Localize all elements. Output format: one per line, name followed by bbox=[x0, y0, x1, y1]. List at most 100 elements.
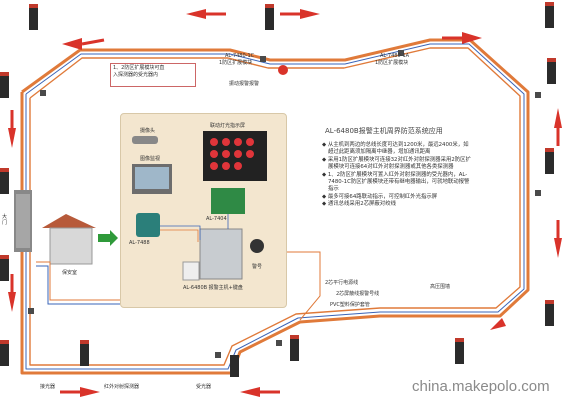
detector-post bbox=[29, 4, 38, 30]
wire-label-3: PVC塑料保护套管 bbox=[330, 302, 370, 308]
detector-post bbox=[0, 340, 9, 366]
green-arrow bbox=[98, 230, 118, 246]
detector-cap bbox=[0, 340, 9, 344]
detector-cap bbox=[80, 340, 89, 344]
arrow-bottom-mid bbox=[240, 387, 260, 397]
inner-wire-2 bbox=[36, 265, 120, 305]
guard-room-body bbox=[49, 227, 93, 265]
detector-cap bbox=[545, 148, 554, 152]
feature-item-3: ◆ 1、2防区扩展模块可置入红外对射探测器的受光器内，AL-7480-1C防区扩… bbox=[322, 171, 470, 193]
detector-posts bbox=[0, 2, 556, 377]
detector-cap bbox=[455, 338, 464, 342]
fence-module bbox=[260, 56, 266, 62]
detector-post bbox=[0, 168, 9, 194]
fence-module bbox=[28, 308, 34, 314]
display-panel-label: 联动灯光指示屏 bbox=[210, 123, 246, 129]
feature-item-2-text: 采用1防区扩展模块可连接32对红外对射探测器采用2防区扩展模块可连接64对红外对… bbox=[327, 156, 471, 171]
inner-wire-3 bbox=[285, 251, 321, 321]
arrow-right-mid bbox=[554, 238, 562, 258]
detector-post bbox=[0, 255, 9, 281]
watermark: china.makepolo.com bbox=[412, 378, 550, 395]
indicator-dot bbox=[210, 162, 218, 170]
detector-caps bbox=[0, 2, 556, 344]
detector-post bbox=[545, 148, 554, 174]
diagram-title: AL-6480B报警主机周界防范系统应用 bbox=[325, 127, 443, 135]
top-module-2-label: AL-7480-1A bbox=[380, 53, 410, 59]
feature-list: ◆ 从主机到两边的总线长度可达到1200米，最远2400米，如超过此距离须加隔离… bbox=[322, 142, 472, 209]
host-keypad bbox=[182, 261, 200, 281]
arrow-tails bbox=[10, 12, 560, 394]
high-voltage-label: 高压围墙 bbox=[430, 284, 451, 290]
siren-label: 警号 bbox=[252, 264, 263, 270]
gate-label: 大门 bbox=[2, 214, 8, 226]
fence-module bbox=[535, 92, 541, 98]
feature-item-1: ◆ 从主机到两边的总线长度可达到1200米，最远2400米，如超过此距离须加隔离… bbox=[322, 142, 469, 156]
arrow-bottom-left bbox=[80, 387, 100, 397]
indicator-dot bbox=[234, 150, 242, 158]
top-module-1-label: AL-7480-1C bbox=[225, 53, 255, 59]
indicator-dot bbox=[234, 138, 242, 146]
indicator-dot bbox=[210, 138, 218, 146]
al7488-board bbox=[136, 213, 160, 237]
arrow-left-top bbox=[8, 128, 16, 148]
gate-wall-texture bbox=[16, 194, 30, 248]
fence-module bbox=[40, 90, 46, 96]
camera-label: 摄像头 bbox=[140, 128, 156, 134]
detector-post bbox=[547, 58, 556, 84]
feature-item-4-text: 最多可接64路联动指示，可控制红外光指示屏 bbox=[327, 193, 438, 200]
al7404-board bbox=[211, 188, 245, 214]
detector-post bbox=[545, 300, 554, 326]
panel-wire bbox=[160, 229, 199, 242]
wire-label-2: 2芯屏蔽线报警号线 bbox=[336, 291, 380, 297]
fence-module bbox=[398, 50, 404, 56]
top-module-2-sub-label: 1防区扩展模块 bbox=[375, 60, 409, 66]
fence-module bbox=[535, 190, 541, 196]
guard-room-roof bbox=[42, 214, 96, 228]
camera-icon bbox=[132, 136, 158, 144]
detector-post bbox=[265, 4, 274, 30]
fence-module bbox=[215, 352, 221, 358]
arrow-right-top bbox=[554, 108, 562, 128]
host-label: AL-6480B 报警主机+键盘 bbox=[183, 285, 243, 291]
bottom-label-3: 受光器 bbox=[196, 384, 212, 390]
image-monitor-label: 图像监视 bbox=[140, 156, 161, 162]
detector-post bbox=[455, 338, 464, 364]
detector-cap bbox=[29, 4, 38, 8]
feature-item-5-text: 通讯总线采用2芯屏蔽对绞线 bbox=[327, 201, 396, 208]
alarm-light-label: 振动报警报警 bbox=[229, 81, 260, 87]
module-note-text: 1、2防区扩展模块可直 入探测器的受光器内 bbox=[113, 65, 165, 78]
indicator-dot bbox=[234, 162, 242, 170]
bottom-label-2: 红外对射探测器 bbox=[104, 384, 140, 390]
detector-cap bbox=[0, 72, 9, 76]
detector-post bbox=[80, 340, 89, 366]
detector-post bbox=[545, 2, 554, 28]
guard-room-label: 保安室 bbox=[62, 270, 78, 276]
fence-back-line bbox=[29, 47, 521, 366]
fence-module bbox=[276, 340, 282, 346]
indicator-dots bbox=[210, 138, 254, 170]
indicator-dot bbox=[222, 162, 230, 170]
arrow-top-left bbox=[62, 38, 82, 50]
panel-wire bbox=[160, 225, 201, 240]
fence-modules bbox=[28, 50, 541, 358]
arrow-left-bottom bbox=[8, 292, 16, 312]
siren-icon bbox=[250, 239, 264, 253]
feature-item-4: ◆ 最多可接64路联动指示，可控制红外光指示屏 bbox=[322, 193, 438, 200]
bottom-label-1: 接光器 bbox=[40, 384, 56, 390]
flow-arrows bbox=[8, 9, 562, 397]
detector-post bbox=[0, 72, 9, 98]
inner-wire-1 bbox=[36, 261, 120, 301]
indicator-dot bbox=[246, 138, 254, 146]
indicator-dot bbox=[246, 150, 254, 158]
al7488-label: AL-7488 bbox=[129, 240, 150, 246]
detector-post bbox=[290, 335, 299, 361]
feature-item-1-text: 从主机到两边的总线长度可达到1200米，最远2400米，如超过此距离须加隔离中继… bbox=[327, 142, 469, 156]
detector-cap bbox=[0, 255, 9, 259]
feature-item-5: ◆ 通讯总线采用2芯屏蔽对绞线 bbox=[322, 201, 396, 208]
detector-post bbox=[230, 355, 239, 377]
detector-cap bbox=[0, 168, 9, 172]
module-note-box: 1、2防区扩展模块可直 入探测器的受光器内 bbox=[110, 63, 196, 87]
wire-label-1: 2芯平行电源线 bbox=[325, 280, 359, 286]
